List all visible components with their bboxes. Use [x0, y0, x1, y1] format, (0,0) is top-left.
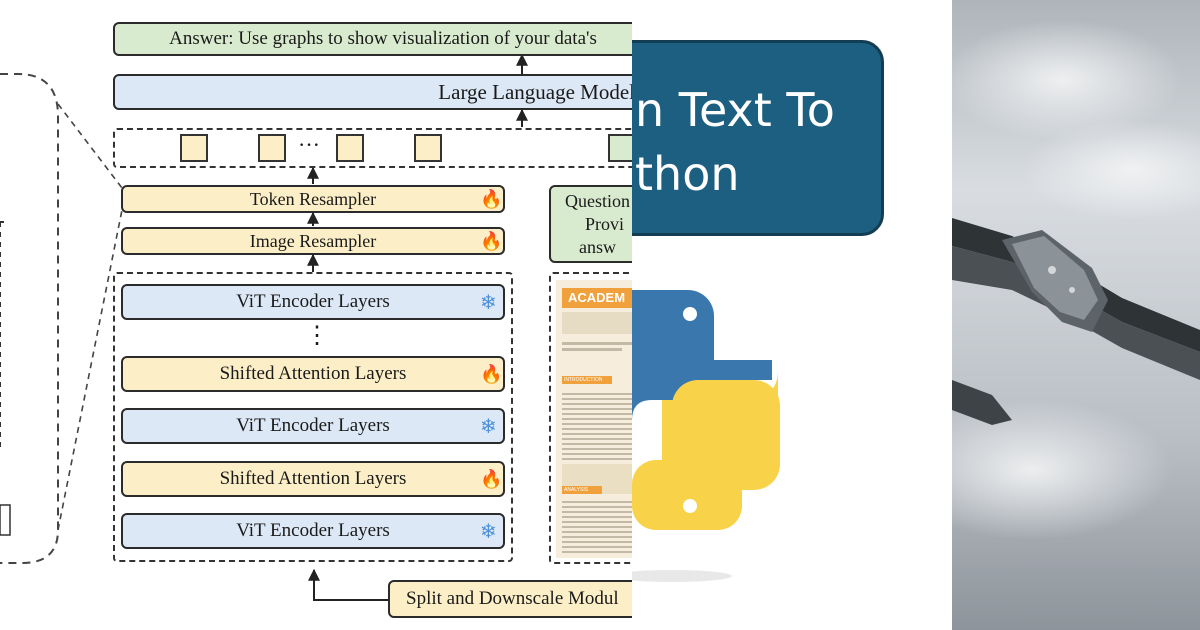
- poster-text-line: [562, 348, 622, 351]
- answer-text: Answer: Use graphs to show visualization…: [169, 28, 597, 49]
- flame-icon: 🔥: [480, 469, 503, 490]
- vit-encoder-layers-box: ViT Encoder Layers: [121, 408, 505, 444]
- llm-label: Large Language Model: [438, 79, 632, 104]
- vision-encoder-group: [113, 272, 513, 562]
- snowflake-icon: ❄: [480, 519, 497, 543]
- question-token-square: [608, 134, 632, 162]
- python-logo-icon: [632, 290, 780, 582]
- shifted-attention-layers-box: Shifted Attention Layers: [121, 461, 505, 497]
- wiper-photo-panel: [952, 0, 1200, 630]
- token-square: [336, 134, 364, 162]
- diagram-connectors: [0, 53, 528, 601]
- token-square: [414, 134, 442, 162]
- token-sequence-box: [113, 128, 632, 168]
- poster-title: ACADEM: [562, 288, 632, 308]
- vit-encoder-layers-box: ViT Encoder Layers: [121, 513, 505, 549]
- question-box: Question Provi answ: [549, 185, 632, 263]
- flame-icon: 🔥: [480, 231, 503, 252]
- text-to-python-panel: n Text To thon: [632, 0, 952, 630]
- poster-analysis-heading: ANALYSIS: [562, 486, 602, 494]
- token-resampler-box: Token Resampler: [121, 185, 505, 213]
- token-resampler-label: Token Resampler: [249, 188, 377, 209]
- poster-intro-heading: INTRODUCTION: [562, 376, 612, 384]
- question-line-3: answ: [579, 236, 616, 257]
- split-downscale-module-box: Split and Downscale Modul: [388, 580, 632, 618]
- token-square: [258, 134, 286, 162]
- wiper-blade-photo: [952, 0, 1200, 630]
- flame-icon: 🔥: [480, 189, 503, 210]
- poster-analysis-text: [562, 498, 632, 554]
- image-resampler-label: Image Resampler: [249, 230, 377, 251]
- snowflake-icon: ❄: [480, 290, 497, 314]
- architecture-diagram-panel: Answer: Use graphs to show visualization…: [0, 22, 632, 618]
- vertical-ellipsis: ⋮: [305, 323, 329, 349]
- answer-box: Answer: Use graphs to show visualization…: [113, 22, 632, 56]
- question-line-2: Provi: [585, 213, 625, 234]
- layer-label: Shifted Attention Layers: [219, 363, 407, 384]
- question-line-1: Question: [565, 190, 630, 211]
- poster-thumbnail: ACADEM INTRODUCTION ANALYSIS: [556, 280, 632, 558]
- llm-box: Large Language Model: [113, 74, 632, 110]
- snowflake-icon: ❄: [480, 414, 497, 438]
- title-banner: n Text To thon: [632, 40, 884, 236]
- poster-image-frame: [549, 272, 632, 564]
- token-ellipsis: ···: [298, 132, 320, 157]
- layer-label: Shifted Attention Layers: [219, 468, 407, 489]
- split-downscale-label: Split and Downscale Modul: [406, 588, 619, 609]
- banner-line-2: thon: [635, 147, 740, 201]
- banner-line-1: n Text To: [635, 83, 835, 137]
- poster-subtitle-block: [562, 312, 632, 334]
- image-resampler-box: Image Resampler: [121, 227, 505, 255]
- shifted-attention-layers-box: Shifted Attention Layers: [121, 356, 505, 392]
- vit-encoder-layers-box: ViT Encoder Layers: [121, 284, 505, 320]
- layer-label: ViT Encoder Layers: [236, 291, 390, 312]
- layer-label: ViT Encoder Layers: [236, 415, 390, 436]
- token-square: [180, 134, 208, 162]
- layer-label: ViT Encoder Layers: [236, 520, 390, 541]
- flame-icon: 🔥: [480, 364, 503, 385]
- poster-text-line: [562, 342, 632, 345]
- poster-intro-text: [562, 390, 632, 460]
